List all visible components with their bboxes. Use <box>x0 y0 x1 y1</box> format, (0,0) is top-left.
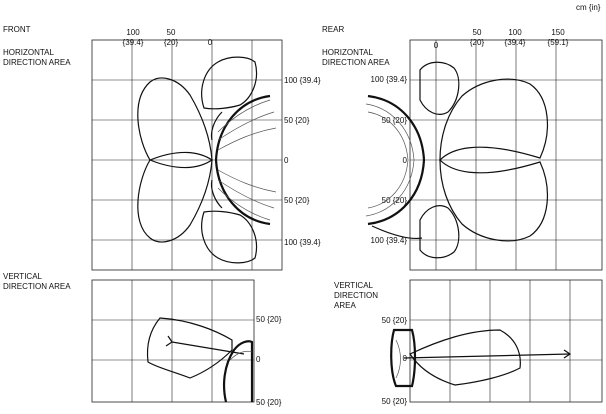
rear-top-tick-50-in: {20} <box>469 38 485 47</box>
front-vertical-bumper <box>223 340 254 403</box>
rear-horizontal-areas <box>365 61 549 259</box>
front-top-tick-0: 0 <box>207 38 213 47</box>
front-vertical-areas <box>146 317 254 403</box>
front-left-lower-lobe <box>137 158 213 243</box>
rear-top-tick-150-cm: 150 <box>551 28 565 37</box>
front-top-tick-50-cm: 50 <box>166 28 176 37</box>
front-left-upper-lobe <box>137 77 213 162</box>
unit-label: cm {in} <box>576 3 601 12</box>
rear-side-tick-2: 50 {20} <box>381 116 407 125</box>
front-side-tick-3: 0 <box>284 156 289 165</box>
rear-top-tick-50-cm: 50 <box>472 28 482 37</box>
front-vertical-label-line1: VERTICAL <box>3 272 42 281</box>
rear-upper-corner-lobe <box>419 61 460 115</box>
rear-top-tick-100: 100 {39.4} <box>497 28 533 48</box>
front-lower-corner-lobe <box>201 210 258 264</box>
front-vertical-tick-3: 50 {20} <box>256 398 282 407</box>
rear-vertical-tick-1: 50 {20} <box>381 316 407 325</box>
front-title: FRONT <box>3 25 31 34</box>
rear-right-upper-lobe <box>439 78 549 162</box>
front-vertical-tick-2: 0 <box>256 355 261 364</box>
front-upper-corner-lobe <box>201 56 258 110</box>
rear-bumper-outline <box>367 94 426 226</box>
front-horizontal-grid <box>91 39 283 271</box>
front-vertical-lobe <box>146 317 233 379</box>
front-horizontal-areas <box>137 56 277 264</box>
rear-title: REAR <box>322 25 345 34</box>
rear-vertical-lobe <box>409 329 521 386</box>
front-top-tick-50: 50 {20} <box>156 28 186 48</box>
rear-vertical-bumper <box>390 328 417 388</box>
rear-right-lower-lobe <box>439 158 549 242</box>
rear-horizontal-label-line1: HORIZONTAL <box>322 48 373 57</box>
rear-top-tick-100-in: {39.4} <box>504 38 526 47</box>
rear-side-tick-5: 100 {39.4} <box>370 236 407 245</box>
rear-vertical-label-line2: DIRECTION <box>334 291 378 300</box>
rear-top-tick-50: 50 {20} <box>462 28 492 48</box>
rear-top-tick-150-in: {59.1} <box>547 38 569 47</box>
front-side-tick-2: 50 {20} <box>284 116 310 125</box>
rear-lower-corner-lobe <box>419 205 460 259</box>
rear-side-tick-4: 50 {20} <box>381 196 407 205</box>
rear-top-tick-150: 150 {59.1} <box>540 28 576 48</box>
rear-horizontal-grid <box>409 39 603 271</box>
rear-vertical-grid <box>409 279 603 403</box>
front-bumper-outline <box>214 94 271 226</box>
front-top-tick-50-in: {20} <box>163 38 179 47</box>
rear-vertical-tick-3: 50 {20} <box>381 397 407 406</box>
rear-vertical-label-line3: AREA <box>334 301 356 310</box>
front-vertical-tick-1: 50 {20} <box>256 315 282 324</box>
rear-vertical-label-line1: VERTICAL <box>334 281 373 290</box>
front-top-tick-100-in: {39.4} <box>122 38 144 47</box>
front-side-tick-5: 100 {39.4} <box>284 238 321 247</box>
front-side-tick-1: 100 {39.4} <box>284 76 321 85</box>
rear-side-tick-1: 100 {39.4} <box>370 75 407 84</box>
front-side-tick-4: 50 {20} <box>284 196 310 205</box>
front-top-tick-100: 100 {39.4} <box>115 28 151 48</box>
rear-horizontal-label-line2: DIRECTION AREA <box>322 58 390 67</box>
front-vertical-label-line2: DIRECTION AREA <box>3 282 71 291</box>
front-vertical-grid <box>91 279 255 403</box>
front-horizontal-label-line1: HORIZONTAL <box>3 48 54 57</box>
rear-top-tick-100-cm: 100 <box>508 28 522 37</box>
front-top-tick-100-cm: 100 <box>126 28 140 37</box>
rear-vertical-areas <box>390 328 572 388</box>
front-horizontal-label-line2: DIRECTION AREA <box>3 58 71 67</box>
rear-side-tick-3: 0 <box>402 156 407 165</box>
